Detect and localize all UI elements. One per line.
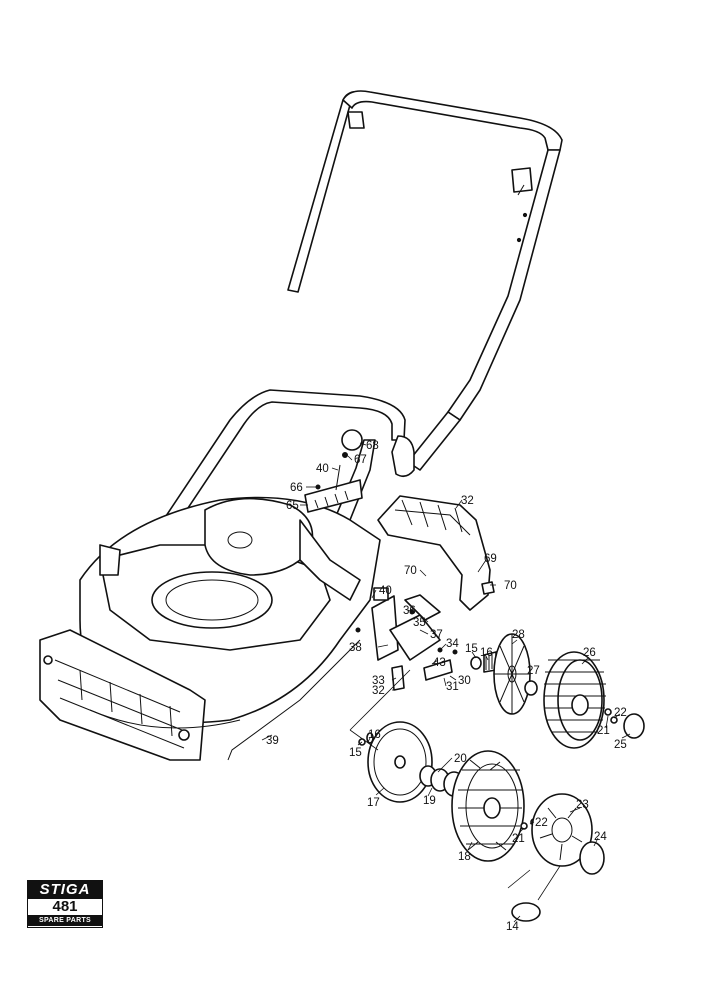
callout-30: 30 [458, 675, 471, 687]
mower-deck [39, 496, 381, 761]
callout-26: 26 [583, 647, 596, 659]
callout-70: 70 [404, 565, 417, 577]
callout-37: 37 [430, 629, 443, 641]
upper-handle [287, 90, 563, 421]
callout-17: 17 [367, 797, 380, 809]
callout-18: 18 [458, 851, 471, 863]
callout-70b: 70 [504, 580, 517, 592]
callout-32b: 32 [372, 685, 385, 697]
callout-28: 28 [512, 629, 525, 641]
callout-40b: 40 [379, 585, 392, 597]
model-number: 481 [52, 898, 78, 915]
callout-31: 31 [446, 681, 459, 693]
height-adjuster [304, 429, 363, 513]
spare-parts-label: SPARE PARTS [28, 915, 102, 926]
callout-15: 15 [465, 643, 478, 655]
callout-25: 25 [614, 739, 627, 751]
callout-34: 34 [446, 638, 459, 650]
callout-21: 21 [597, 725, 610, 737]
callout-40: 40 [316, 463, 329, 475]
callout-43: 43 [433, 657, 446, 669]
callout-23: 23 [576, 799, 589, 811]
callout-69: 69 [484, 553, 497, 565]
callout-21b: 21 [512, 833, 525, 845]
callout-36: 36 [403, 605, 416, 617]
callout-22: 22 [614, 707, 627, 719]
rear-axle-bracket [355, 587, 458, 691]
callout-32: 32 [461, 495, 474, 507]
callout-39: 39 [266, 735, 279, 747]
leader-lines [261, 442, 631, 923]
control-cable-39 [227, 639, 361, 761]
callout-27: 27 [527, 665, 540, 677]
callout-38: 38 [349, 642, 362, 654]
callout-33: 33 [372, 675, 385, 687]
stiga-logo-badge: STIGA 481 SPARE PARTS [27, 880, 103, 928]
callout-numbers: 68 67 40 66 65 32 69 70 70 40 36 35 38 3… [266, 440, 627, 933]
callout-19: 19 [423, 795, 436, 807]
callout-66: 66 [290, 482, 303, 494]
callout-68: 68 [366, 440, 379, 452]
callout-24: 24 [594, 831, 607, 843]
callout-15b: 15 [349, 747, 362, 759]
callout-65: 65 [286, 500, 299, 512]
front-wheel-assembly [358, 721, 605, 922]
callout-20: 20 [454, 753, 467, 765]
callout-35: 35 [413, 617, 426, 629]
brand-logo: STIGA [28, 881, 102, 899]
callout-16: 16 [480, 647, 493, 659]
rear-wheel-assembly [470, 633, 645, 749]
callout-14: 14 [506, 921, 519, 933]
callout-22b: 22 [535, 817, 548, 829]
callout-67: 67 [354, 454, 367, 466]
callout-16b: 16 [368, 729, 381, 741]
rear-guard-69 [377, 495, 495, 611]
